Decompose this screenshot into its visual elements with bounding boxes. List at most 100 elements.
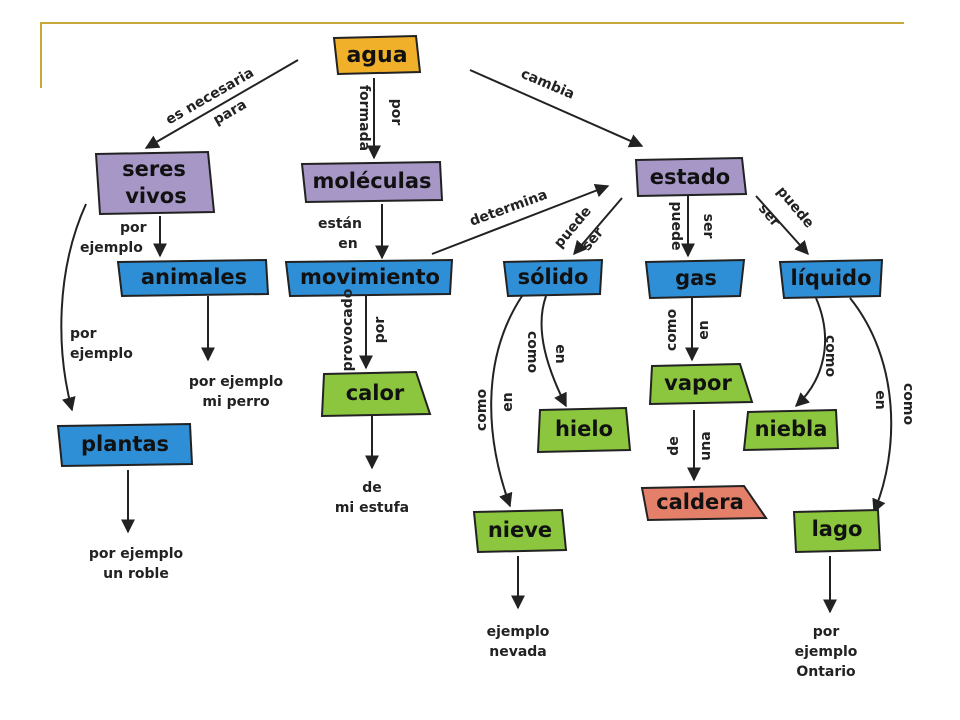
node-caldera-shape — [640, 484, 768, 522]
node-animales: animales — [116, 258, 270, 298]
node-vapor: vapor — [648, 362, 754, 406]
link-seres-animales-ejemplo: ejemplo — [80, 240, 143, 256]
node-agua-shape — [332, 34, 422, 76]
node-caldera: caldera — [640, 484, 768, 522]
note-mi-perro-line2: mi perro — [202, 394, 270, 410]
link-liquido-puede: puede — [773, 184, 817, 232]
node-moleculas: moléculas — [300, 160, 444, 204]
link-seres-plantas-por: por — [70, 326, 97, 342]
node-seres-vivos-label-1: seres — [122, 157, 186, 181]
note-mi-perro-line1: por ejemplo — [189, 374, 284, 390]
link-caldera-de: de — [666, 436, 682, 456]
node-estado-label: estado — [650, 165, 730, 189]
note-nevada-line1: ejemplo — [487, 624, 550, 640]
node-agua-label: agua — [346, 43, 407, 68]
node-calor: calor — [320, 370, 432, 418]
node-hielo-label: hielo — [555, 417, 613, 441]
edge-seres-plantas — [60, 203, 87, 412]
node-calor-shape — [320, 370, 432, 418]
link-lago-como: como — [900, 383, 916, 426]
node-hielo: hielo — [536, 406, 632, 454]
node-seres-vivos-label-2: vivos — [125, 184, 187, 208]
note-roble-line1: por ejemplo — [89, 546, 184, 562]
note-ontario-line2: ejemplo — [795, 644, 858, 660]
node-liquido-shape — [778, 258, 884, 300]
link-seres-plantas-ejemplo: ejemplo — [70, 346, 133, 362]
link-vapor-en: en — [696, 320, 712, 339]
node-agua: agua — [332, 34, 422, 76]
link-estan-en: en — [338, 236, 357, 252]
note-estufa-line1: de — [362, 480, 382, 496]
link-formada-por: por — [388, 99, 404, 126]
node-estado: estado — [634, 156, 748, 198]
node-plantas-label: plantas — [81, 432, 169, 456]
link-es-necesaria: es necesaria — [163, 65, 257, 128]
node-lago-shape — [792, 508, 882, 554]
note-ontario-line3: Ontario — [796, 664, 856, 680]
link-vapor-como: como — [664, 309, 680, 352]
node-vapor-label: vapor — [664, 371, 732, 395]
edge-agua-seres — [144, 59, 299, 149]
node-plantas-shape — [56, 422, 194, 468]
link-cambia: cambia — [518, 66, 576, 103]
node-nieve: nieve — [472, 508, 568, 554]
node-estado-shape — [634, 156, 748, 198]
node-nieve-shape — [472, 508, 568, 554]
node-vapor-shape — [648, 362, 754, 406]
node-hielo-shape — [536, 406, 632, 454]
note-nevada-line2: nevada — [489, 644, 547, 660]
node-liquido: líquido — [778, 258, 884, 300]
slide-frame-left — [40, 22, 42, 88]
note-ontario-line1: por — [813, 624, 840, 640]
link-nieve-como: como — [474, 389, 490, 432]
note-roble-line2: un roble — [103, 566, 169, 582]
edge-solido-nieve — [490, 295, 523, 508]
node-nieve-label: nieve — [488, 518, 552, 542]
example-notes: por ejemplo mi perro de mi estufa por ej… — [89, 374, 858, 680]
node-gas-shape — [644, 258, 746, 300]
slide-frame-top — [40, 22, 904, 24]
link-hielo-en: en — [552, 344, 568, 363]
node-liquido-label: líquido — [790, 266, 871, 290]
node-niebla-shape — [742, 408, 840, 452]
node-gas: gas — [644, 258, 746, 300]
link-provocado-por: por — [372, 317, 388, 344]
edge-liquido-niebla — [794, 297, 827, 407]
edges — [60, 59, 893, 614]
node-animales-label: animales — [141, 265, 247, 289]
link-nieve-en: en — [500, 392, 516, 411]
node-gas-label: gas — [675, 266, 717, 290]
node-solido-shape — [502, 258, 604, 298]
link-niebla-como: como — [822, 335, 838, 378]
edge-movimiento-estado — [431, 184, 610, 255]
link-solido-ser: ser — [579, 225, 607, 254]
link-provocado: provocado — [340, 288, 356, 371]
node-caldera-label: caldera — [656, 490, 744, 514]
link-liquido-ser: ser — [755, 201, 783, 230]
node-seres-vivos: seres vivos — [94, 150, 216, 216]
link-gas-ser: ser — [700, 214, 716, 239]
nodes: agua seres vivos moléculas estado animal… — [56, 34, 884, 554]
node-solido-label: sólido — [518, 265, 589, 289]
node-lago: lago — [792, 508, 882, 554]
node-niebla: niebla — [742, 408, 840, 452]
node-moleculas-label: moléculas — [312, 169, 431, 193]
link-hielo-como: como — [524, 331, 540, 374]
link-estan: están — [318, 216, 362, 232]
link-gas-puede: puede — [668, 202, 684, 251]
node-calor-label: calor — [346, 381, 405, 405]
node-movimiento-shape — [284, 258, 454, 298]
node-lago-label: lago — [812, 517, 863, 541]
node-solido: sólido — [502, 258, 604, 298]
node-animales-shape — [116, 258, 270, 298]
edge-solido-hielo — [540, 295, 567, 408]
link-seres-animales-por: por — [120, 220, 147, 236]
link-determina: determina — [468, 187, 550, 230]
edge-liquido-lago — [849, 297, 893, 514]
link-formada: formada — [356, 85, 372, 151]
edge-estado-solido — [573, 197, 623, 256]
edge-agua-estado — [469, 69, 644, 148]
node-plantas: plantas — [56, 422, 194, 468]
node-seres-vivos-shape — [94, 150, 216, 216]
node-movimiento-label: movimiento — [300, 265, 440, 289]
